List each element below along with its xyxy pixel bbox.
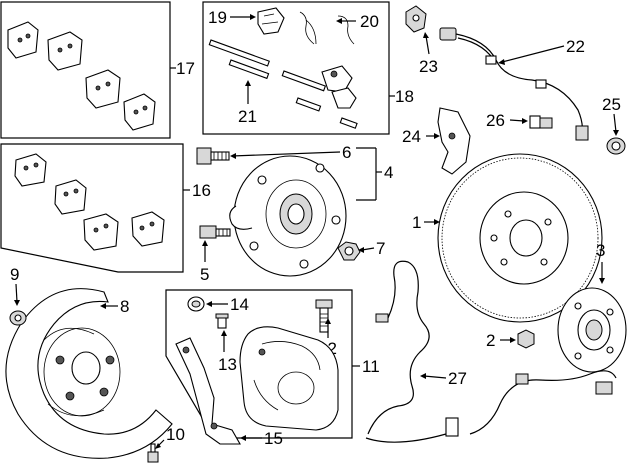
spring-wire-icon (299, 11, 317, 45)
bolt-icon (199, 225, 231, 239)
callout-4: 4 (384, 163, 393, 182)
brake-pad-icon (123, 93, 156, 131)
brake-rotor-icon (437, 153, 603, 323)
brake-pad-icon (131, 211, 165, 247)
callout-23: 23 (419, 57, 438, 76)
callout-7: 7 (376, 239, 385, 258)
nut-icon (337, 241, 361, 261)
callout-10: 10 (166, 425, 185, 444)
callout-6: 6 (342, 143, 351, 162)
hub-bolt-icon (196, 147, 230, 165)
clip-icon (321, 65, 357, 109)
hardware-kit-box-18: 18 19 20 21 (202, 1, 414, 135)
caliper-bracket-icon (175, 337, 241, 445)
callout-27: 27 (448, 369, 467, 388)
caliper-box-11: 11 14 13 12 (165, 289, 380, 448)
callout-8: 8 (120, 297, 129, 316)
grommet-icon (9, 310, 27, 326)
guide-bolt-icon (315, 299, 333, 333)
callout-15: 15 (264, 429, 283, 448)
brake-pad-icon (14, 153, 47, 187)
callout-1: 1 (412, 213, 421, 232)
callout-22: 22 (566, 37, 585, 56)
pad-set-box-17: 17 (0, 1, 195, 139)
callout-16: 16 (192, 181, 211, 200)
bolt-icon (147, 443, 159, 463)
bolt-icon (529, 115, 553, 129)
callout-13: 13 (218, 355, 237, 374)
callout-19: 19 (208, 8, 227, 27)
brake-pad-icon (83, 213, 119, 251)
clip-icon (405, 5, 427, 33)
caliper-housing-icon (239, 326, 339, 431)
backing-plate-icon (5, 288, 173, 459)
callout-17: 17 (176, 59, 195, 78)
callout-18: 18 (395, 87, 414, 106)
callout-9: 9 (10, 265, 19, 284)
brake-pad-icon (7, 21, 39, 59)
brake-pad-icon (85, 69, 121, 109)
callout-11: 11 (362, 357, 380, 376)
bushing-icon (187, 296, 205, 312)
bleeder-screw-icon (215, 313, 229, 329)
callout-20: 20 (360, 12, 379, 31)
callout-21: 21 (238, 107, 257, 126)
callout-3: 3 (596, 241, 605, 260)
guide-pin-icon (208, 39, 358, 129)
nut-icon (517, 329, 535, 349)
callout-25: 25 (602, 95, 621, 114)
callout-5: 5 (200, 265, 209, 284)
brake-pad-icon (47, 31, 83, 71)
hub-bearing-icon (229, 155, 347, 277)
callout-2: 2 (486, 331, 495, 350)
spring-wire-icon (337, 15, 355, 45)
grommet-icon (606, 137, 626, 155)
clip-icon (257, 7, 285, 35)
brake-pad-icon (54, 179, 87, 215)
callout-24: 24 (402, 127, 421, 146)
pad-set-box-16: 16 (0, 143, 211, 273)
abs-sensor-wire-icon (365, 260, 617, 443)
hub-flange-icon (557, 287, 627, 373)
callout-26: 26 (486, 111, 505, 130)
callout-14: 14 (230, 295, 249, 314)
dust-shield-icon (437, 107, 471, 175)
abs-sensor-wire-icon (439, 27, 589, 141)
